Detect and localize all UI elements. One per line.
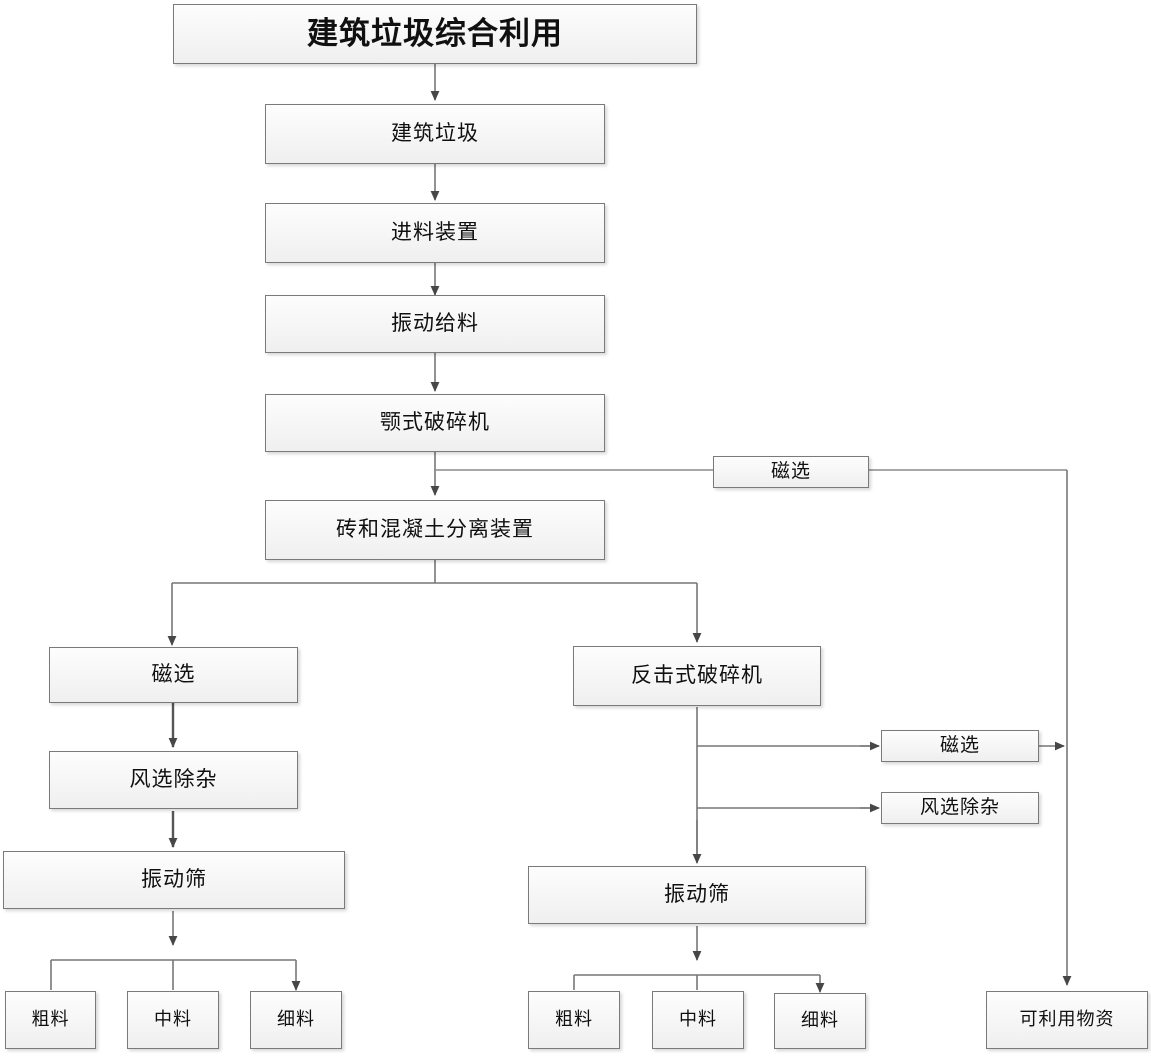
node-coarse-material-left: 粗料 [5,991,96,1049]
node-fine-material-left: 细料 [250,991,342,1049]
node-air-separation-left-label: 风选除杂 [129,767,218,792]
node-air-separation-right: 风选除杂 [881,792,1039,824]
node-brick-concrete-separator-label: 砖和混凝土分离装置 [336,517,534,542]
node-usable-material-label: 可利用物资 [1019,1009,1115,1030]
node-vibrating-screen-right: 振动筛 [528,866,866,924]
node-impact-crusher: 反击式破碎机 [573,646,821,706]
node-coarse-material-right: 粗料 [528,991,620,1049]
node-fine-material-right: 细料 [774,993,866,1049]
node-coarse-material-right-label: 粗料 [555,1009,593,1030]
node-medium-material-left-label: 中料 [154,1009,192,1030]
node-vibrating-screen-right-label: 振动筛 [664,882,730,907]
node-magnetic-separation-top-label: 磁选 [770,460,811,482]
node-air-separation-right-label: 风选除杂 [919,796,1000,818]
node-vibrating-feed: 振动给料 [265,295,605,353]
node-magnetic-separation-right-label: 磁选 [939,734,980,756]
node-medium-material-left: 中料 [127,991,219,1049]
node-magnetic-separation-left-label: 磁选 [151,662,196,687]
node-jaw-crusher: 颚式破碎机 [265,394,605,452]
node-impact-crusher-label: 反击式破碎机 [631,663,763,688]
node-feeder-device-label: 进料装置 [391,220,479,245]
node-magnetic-separation-top: 磁选 [713,456,869,488]
node-vibrating-screen-left: 振动筛 [3,851,345,909]
node-jaw-crusher-label: 颚式破碎机 [380,410,490,435]
node-magnetic-separation-right: 磁选 [881,730,1039,762]
node-vibrating-screen-left-label: 振动筛 [141,867,207,892]
node-coarse-material-left-label: 粗料 [31,1009,70,1030]
edge-separator-split-bus [172,560,697,584]
node-medium-material-right-label: 中料 [679,1009,717,1030]
node-title-label: 建筑垃圾综合利用 [307,15,563,51]
node-construction-waste-label: 建筑垃圾 [391,121,479,146]
node-medium-material-right: 中料 [652,991,744,1049]
node-air-separation-left: 风选除杂 [49,751,298,809]
node-vibrating-feed-label: 振动给料 [391,311,479,336]
node-fine-material-right-label: 细料 [801,1010,839,1031]
node-brick-concrete-separator: 砖和混凝土分离装置 [265,500,605,560]
node-fine-material-left-label: 细料 [277,1009,315,1030]
node-feeder-device: 进料装置 [265,203,605,263]
node-title: 建筑垃圾综合利用 [173,4,697,64]
node-magnetic-separation-left: 磁选 [49,647,298,703]
node-usable-material: 可利用物资 [986,991,1148,1049]
node-construction-waste: 建筑垃圾 [265,104,605,164]
